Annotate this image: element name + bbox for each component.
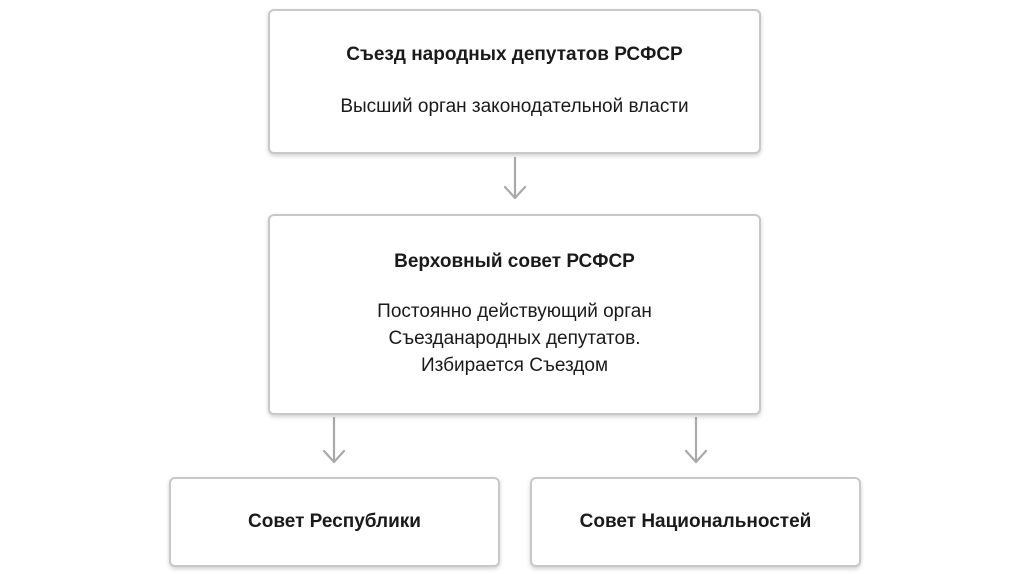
node-council-nationalities: Совет Национальностей <box>530 477 861 567</box>
node-supreme-council-description: Постоянно действующий орган Съезданародн… <box>377 298 652 379</box>
node-council-nationalities-title: Совет Национальностей <box>579 511 812 532</box>
description-line: Постоянно действующий орган <box>377 301 652 322</box>
node-congress-description: Высший орган законодательной власти <box>340 96 689 117</box>
node-supreme-council: Верховный совет РСФСР Постоянно действую… <box>268 214 761 415</box>
node-congress-title: Съезд народных депутатов РСФСР <box>346 44 683 65</box>
node-congress: Съезд народных депутатов РСФСР Высший ор… <box>268 9 761 154</box>
description-line: Съезданародных депутатов. <box>388 328 641 349</box>
description-line: Избирается Съездом <box>420 355 608 376</box>
arrow-supreme-to-republic <box>322 416 346 464</box>
node-council-republic-title: Совет Республики <box>248 511 421 532</box>
arrow-congress-to-supreme <box>503 156 527 200</box>
arrow-supreme-to-nationalities <box>684 416 708 464</box>
node-supreme-council-title: Верховный совет РСФСР <box>394 251 635 272</box>
node-council-republic: Совет Республики <box>169 477 500 567</box>
